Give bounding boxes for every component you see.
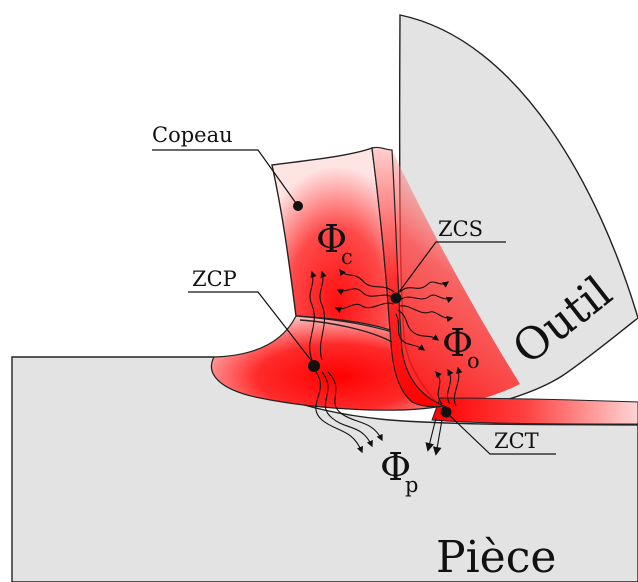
- zcp-marker: [308, 360, 320, 372]
- flux-chip-symbol: Φ: [316, 217, 347, 261]
- leader-zcs: [395, 241, 506, 297]
- flow-zct-to-part-2: [432, 419, 443, 456]
- flux-tool-symbol: Φ: [442, 321, 473, 365]
- zct-marker: [440, 406, 452, 418]
- flow-zcs-left-2: [336, 288, 395, 299]
- label-zcp: ZCP: [192, 267, 237, 291]
- flow-zcp-to-chip-1: [309, 270, 317, 361]
- leader-copeau: [152, 149, 299, 207]
- flow-zcs-down-1: [397, 309, 440, 341]
- flow-zcs-left-3: [334, 302, 395, 314]
- flow-zcs-right-1: [399, 281, 450, 293]
- flux-tool-subscript: o: [467, 349, 480, 373]
- label-copeau: Copeau: [152, 123, 233, 147]
- flux-part: Φ p: [380, 445, 418, 497]
- flow-zcp-to-part-1: [315, 371, 364, 454]
- chip-marker: [293, 201, 303, 211]
- flow-zct-to-tool-2: [446, 368, 454, 405]
- label-zcs: ZCS: [438, 217, 483, 241]
- leader-zct: [445, 411, 556, 455]
- flow-zct-to-part-1: [425, 417, 437, 452]
- flow-zcs-right-3: [399, 305, 454, 323]
- label-zct: ZCT: [494, 429, 539, 453]
- tool-heat-zone: [392, 150, 520, 408]
- label-piece: Pièce: [436, 532, 556, 582]
- flow-zcs-right-2: [399, 294, 454, 304]
- chip-shear-line: [299, 319, 393, 343]
- secondary-shear-zone: [371, 146, 447, 408]
- flow-zcs-down-2: [395, 313, 426, 351]
- tertiary-heat-strip: [431, 397, 638, 425]
- zcs-marker: [390, 292, 402, 304]
- flux-part-subscript: p: [405, 473, 418, 497]
- flow-zct-to-tool-3: [453, 366, 463, 407]
- flow-zcp-to-part-2: [321, 371, 373, 448]
- flow-zcp-to-chip-2: [319, 270, 327, 361]
- flow-zct-to-tool-1: [435, 370, 443, 405]
- flux-tool: Φ o: [442, 321, 480, 373]
- flow-zcs-left-1: [339, 268, 395, 293]
- flux-chip-subscript: c: [341, 245, 353, 269]
- leader-zcp: [188, 291, 315, 365]
- flow-zcp-to-part-3: [327, 371, 383, 442]
- flux-part-symbol: Φ: [380, 445, 411, 489]
- flux-chip: Φ c: [316, 217, 353, 269]
